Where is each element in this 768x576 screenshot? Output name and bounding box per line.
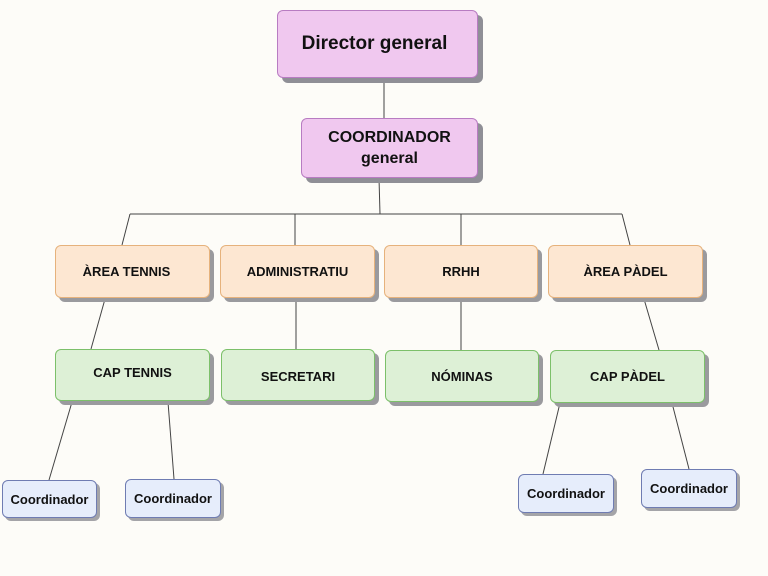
node-administratiu[interactable]: ADMINISTRATIU — [220, 245, 375, 298]
node-coordinador-tennis-1-label: Coordinador — [10, 491, 89, 507]
connector-area-cap-tennis — [90, 298, 106, 350]
node-coordinador-padel-1-label: Coordinador — [527, 486, 605, 501]
node-secretari[interactable]: SECRETARI — [221, 349, 375, 401]
node-cap-padel-label: CAP PÀDEL — [590, 369, 665, 384]
node-cap-padel[interactable]: CAP PÀDEL — [550, 350, 705, 403]
node-director-general-label: Director general — [301, 33, 448, 54]
node-director-general[interactable]: Director general — [277, 10, 478, 78]
node-cap-tennis[interactable]: CAP TENNIS — [55, 349, 210, 401]
node-cap-tennis-label: CAP TENNIS — [93, 365, 172, 380]
node-coordinador-tennis-1[interactable]: Coordinador — [2, 480, 97, 518]
node-area-tennis-label: ÀREA TENNIS — [82, 264, 171, 279]
connector-cap-padel-coord-4 — [671, 402, 690, 470]
node-rrhh-label: RRHH — [442, 264, 480, 279]
connector-area-tennis — [121, 213, 131, 246]
node-coordinador-tennis-2-label: Coordinador — [134, 491, 212, 506]
node-secretari-label: SECRETARI — [260, 368, 336, 384]
connector-coordinador-bus — [378, 177, 381, 215]
node-nominas[interactable]: NÓMINAS — [385, 350, 539, 402]
node-area-padel[interactable]: ÀREA PÀDEL — [548, 245, 703, 298]
node-coordinador-padel-1[interactable]: Coordinador — [518, 474, 614, 513]
node-coordinador-padel-2[interactable]: Coordinador — [641, 469, 737, 508]
node-coordinador-general[interactable]: COORDINADOR general — [301, 118, 478, 178]
node-rrhh[interactable]: RRHH — [384, 245, 538, 298]
node-administratiu-label: ADMINISTRATIU — [246, 264, 349, 279]
connector-area-cap-padel — [643, 298, 660, 351]
node-coordinador-label-line1: COORDINADOR — [328, 129, 451, 146]
connector-cap-padel-coord-3 — [542, 402, 561, 475]
connector-area-padel — [621, 213, 631, 246]
node-nominas-label: NÓMINAS — [431, 368, 493, 384]
node-coordinador-padel-2-label: Coordinador — [650, 481, 728, 496]
node-area-tennis[interactable]: ÀREA TENNIS — [55, 245, 210, 298]
node-area-padel-label: ÀREA PÀDEL — [583, 264, 668, 279]
connector-cap-tennis-coord-2 — [167, 401, 175, 480]
node-coordinador-tennis-2[interactable]: Coordinador — [125, 479, 221, 518]
node-coordinador-label-line2: general — [361, 150, 418, 167]
connector-cap-tennis-coord-1 — [48, 401, 73, 481]
